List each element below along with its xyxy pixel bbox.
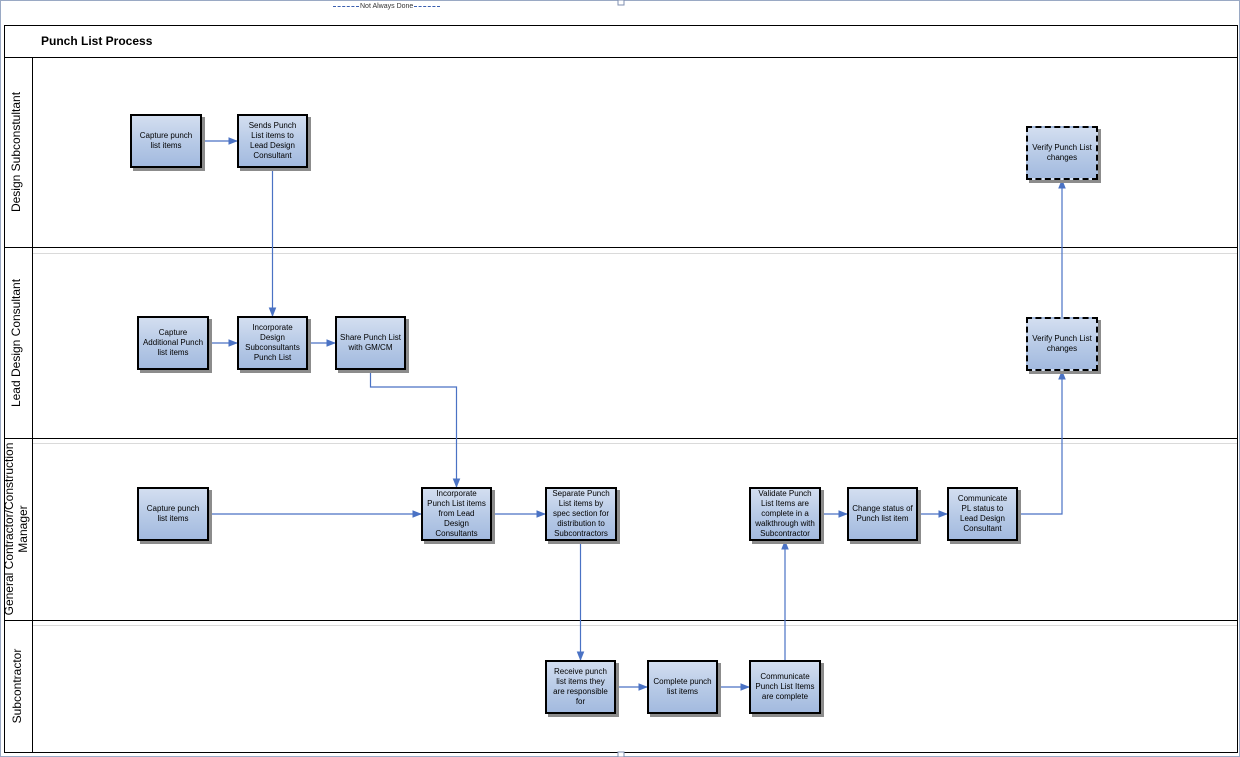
process-incorporate-lead-design-items[interactable]: Incorporate Punch List items from Lead D…	[421, 487, 492, 541]
process-gc-capture-punch-list-items[interactable]: Capture punch list items	[137, 487, 209, 541]
legend-dashed-line	[414, 6, 441, 7]
lane-label-subcontractor: Subcontractor	[2, 622, 32, 750]
lane-label-text: Design Subconstultant	[9, 91, 23, 213]
process-capture-additional-punch-list-items[interactable]: Capture Additional Punch list items	[137, 316, 209, 370]
process-receive-punch-list-items[interactable]: Receive punch list items they are respon…	[545, 660, 616, 714]
process-share-punch-list-with-gm-cm[interactable]: Share Punch List with GM/CM	[335, 316, 406, 370]
lane-label-design-subconsultant: Design Subconstultant	[1, 56, 31, 248]
lane-label-text: Subcontractor	[10, 648, 24, 724]
legend: Not Always Done	[333, 3, 441, 10]
pool-title: Punch List Process	[41, 34, 153, 48]
process-verify-punch-list-changes-optional[interactable]: Verify Punch List changes	[1026, 317, 1098, 371]
lane-label-text: General Contractor/Construction Manager	[2, 442, 30, 616]
process-complete-punch-list-items[interactable]: Complete punch list items	[647, 660, 718, 714]
connector-ld_share-to-gc_incorporate	[369, 370, 461, 488]
lane-label-gc-cm: General Contractor/Construction Manager	[1, 439, 31, 619]
process-communicate-pl-status[interactable]: Communicate PL status to Lead Design Con…	[947, 487, 1018, 541]
process-validate-items-walkthrough[interactable]: Validate Punch List Items are complete i…	[749, 487, 821, 541]
process-send-to-lead-design-consultant[interactable]: Sends Punch List items to Lead Design Co…	[237, 114, 308, 168]
process-separate-items-by-spec-section[interactable]: Separate Punch List items by spec sectio…	[545, 487, 617, 541]
process-verify-punch-list-changes-optional[interactable]: Verify Punch List changes	[1026, 126, 1098, 180]
process-capture-punch-list-items[interactable]: Capture punch list items	[130, 114, 202, 168]
process-incorporate-design-subconsultants-punch-list[interactable]: Incorporate Design Subconsultants Punch …	[237, 316, 308, 370]
connector-gc_communicate-to-ld_verify	[1018, 370, 1066, 515]
process-change-status-of-item[interactable]: Change status of Punch list item	[847, 487, 918, 541]
legend-label: Not Always Done	[360, 3, 414, 10]
lane-label-lead-design-consultant: Lead Design Consultant	[1, 248, 31, 438]
legend-dashed-line	[333, 6, 359, 7]
lane-label-text: Lead Design Consultant	[9, 278, 23, 408]
connectors	[202, 137, 1066, 691]
process-communicate-items-complete[interactable]: Communicate Punch List Items are complet…	[749, 660, 821, 714]
